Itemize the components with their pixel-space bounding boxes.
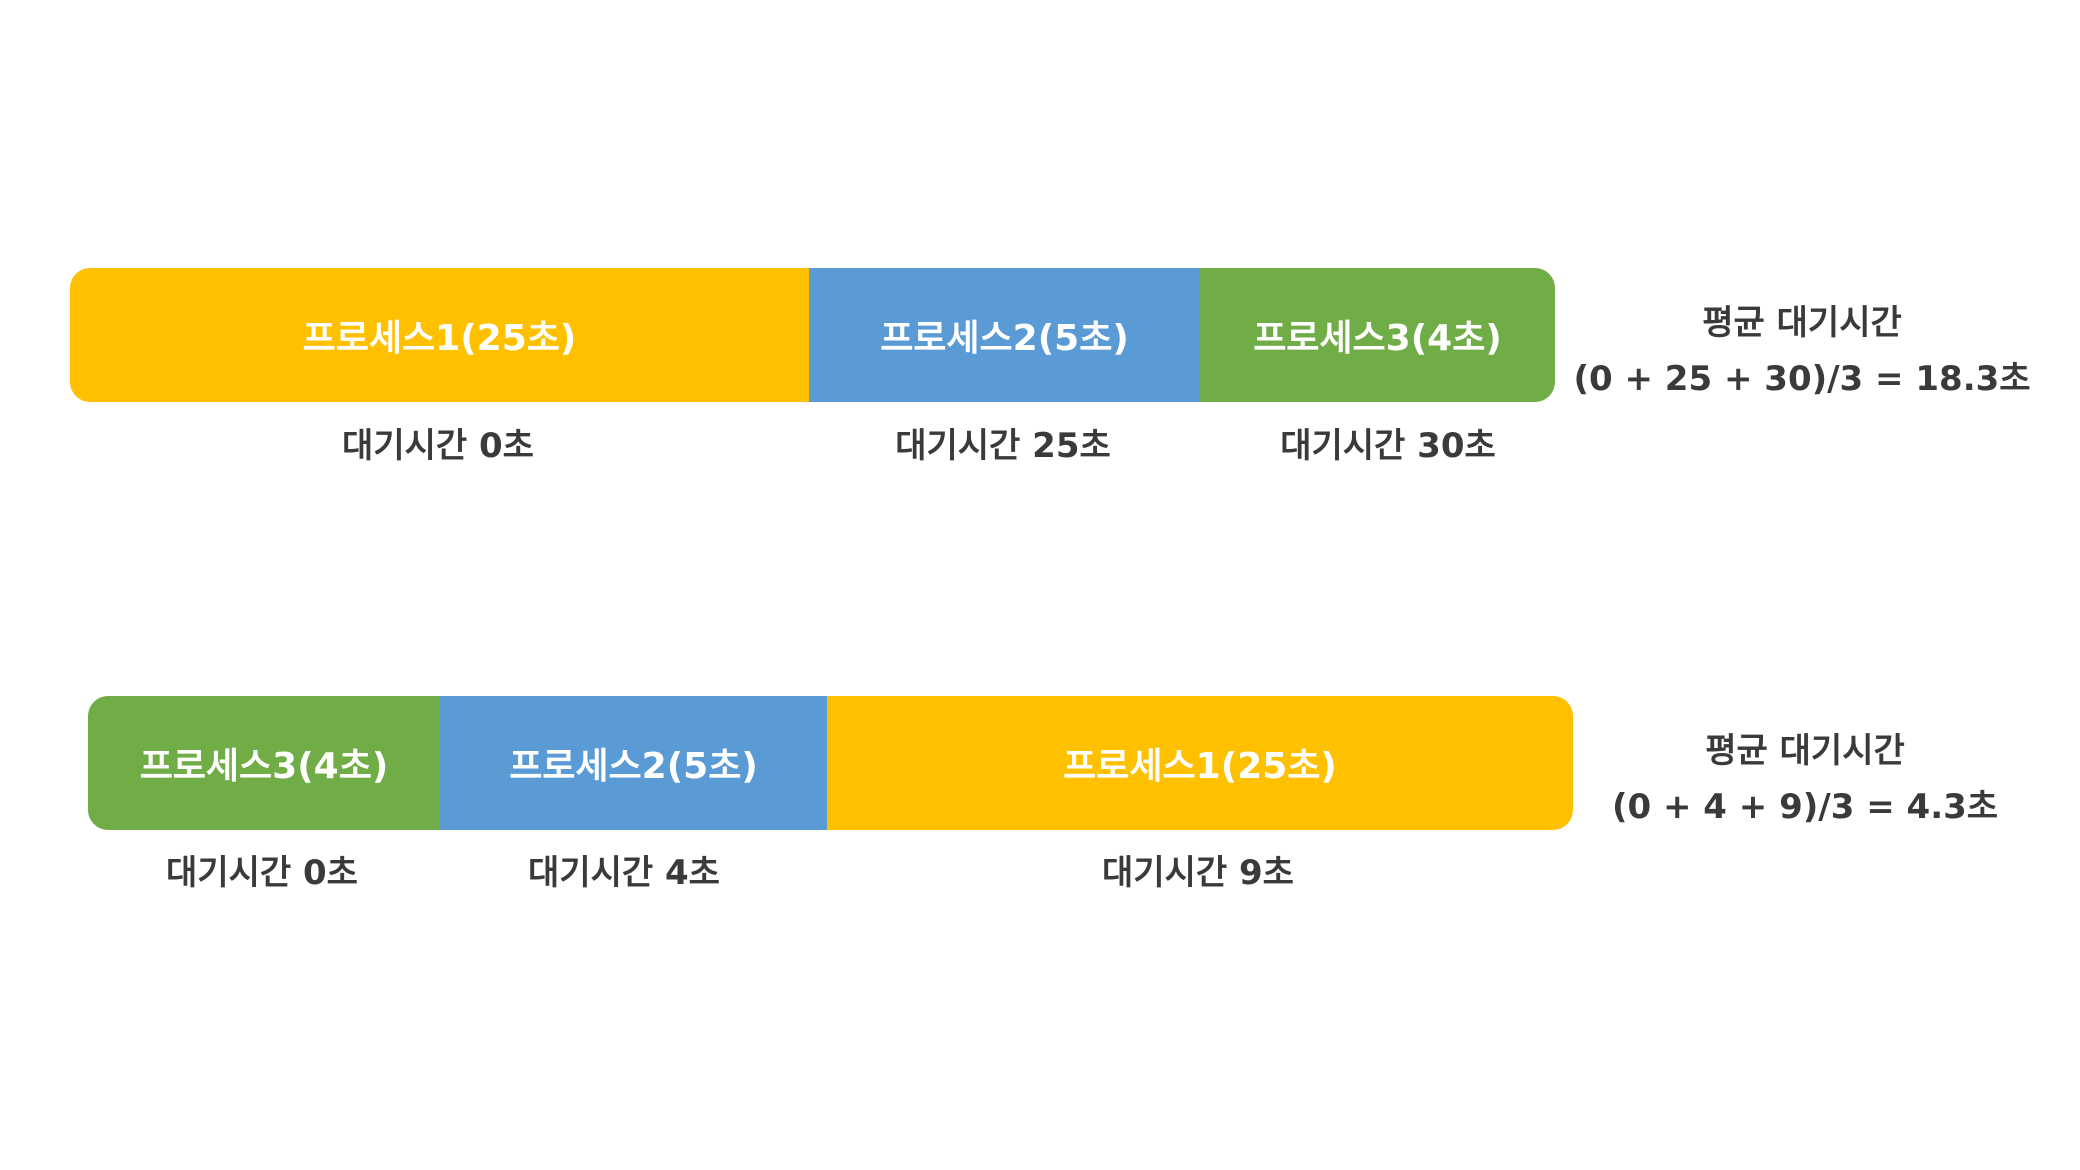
scenario-1-segment-process3: 프로세스3(4초) [1200, 268, 1555, 402]
average-formula: (0 + 4 + 9)/3 = 4.3초 [1611, 787, 1999, 827]
scenario-2-wait-label-process2: 대기시간 4초 [528, 853, 720, 893]
scenario-2-average: 평균 대기시간 (0 + 4 + 9)/3 = 4.3초 [1612, 723, 1998, 835]
segment-label: 프로세스1(25초) [1063, 746, 1337, 787]
scenario-2-segment-process1: 프로세스1(25초) [827, 696, 1573, 830]
segment-label: 프로세스2(5초) [509, 746, 758, 787]
average-title: 평균 대기시간 [1705, 731, 1905, 771]
scenario-1-wait-label-process3: 대기시간 30초 [1280, 426, 1496, 466]
average-title: 평균 대기시간 [1702, 303, 1902, 343]
scenario-2-wait-label-process3: 대기시간 0초 [166, 853, 358, 893]
segment-label: 프로세스2(5초) [880, 318, 1129, 359]
segment-label: 프로세스3(4초) [139, 746, 389, 787]
scenario-1-wait-label-process1: 대기시간 0초 [342, 426, 534, 466]
scenario-2-timeline: 프로세스3(4초) 프로세스2(5초) 프로세스1(25초) [88, 696, 1573, 830]
scenario-2-wait-label-process1: 대기시간 9초 [1102, 853, 1294, 893]
scenario-2-segment-process2: 프로세스2(5초) [440, 696, 827, 830]
scenario-1-average: 평균 대기시간 (0 + 25 + 30)/3 = 18.3초 [1573, 295, 2030, 407]
scenario-1-wait-label-process2: 대기시간 25초 [895, 426, 1111, 466]
scenario-1-segment-process1: 프로세스1(25초) [70, 268, 809, 402]
scenario-2-segment-process3: 프로세스3(4초) [88, 696, 440, 830]
scenario-1-timeline: 프로세스1(25초) 프로세스2(5초) 프로세스3(4초) [70, 268, 1555, 402]
average-formula: (0 + 25 + 30)/3 = 18.3초 [1573, 359, 2031, 399]
segment-label: 프로세스3(4초) [1253, 318, 1502, 359]
segment-label: 프로세스1(25초) [302, 318, 577, 359]
scenario-1-segment-process2: 프로세스2(5초) [809, 268, 1200, 402]
